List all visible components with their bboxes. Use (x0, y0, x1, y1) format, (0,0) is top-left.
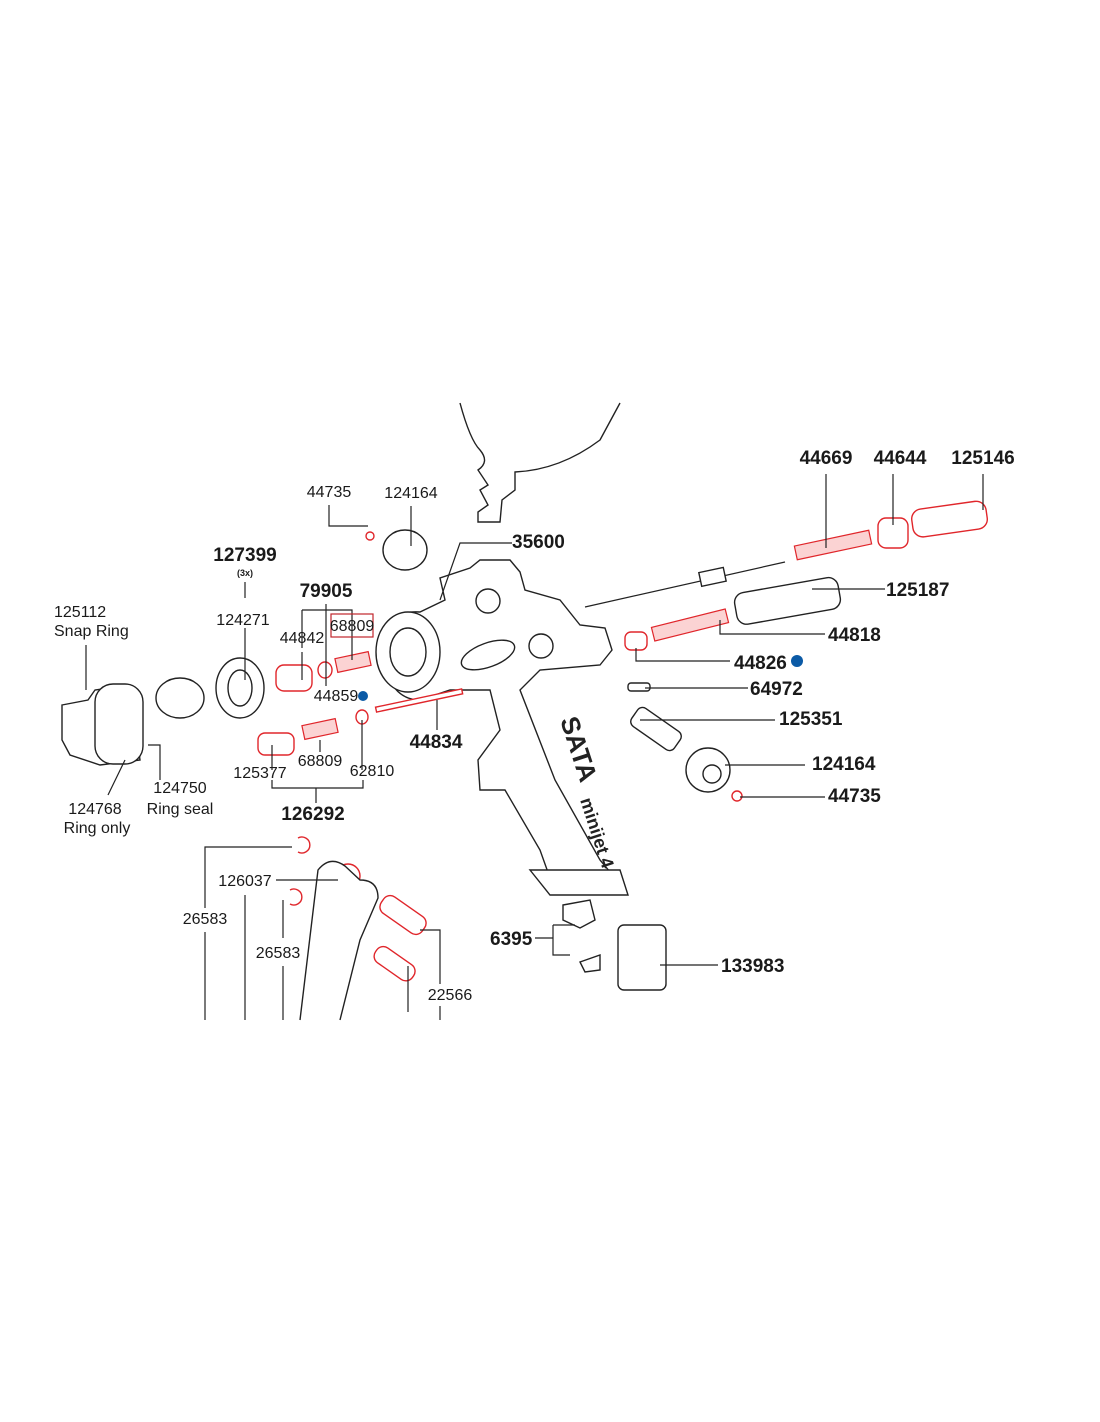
part-label: 79905 (300, 581, 353, 602)
part-label: 6395 (490, 929, 533, 950)
part-label: 22566 (428, 987, 473, 1004)
air-cap (61, 657, 265, 766)
part-label: 124271 (216, 612, 269, 629)
part-label: 64972 (750, 679, 803, 700)
part-label: 126292 (281, 804, 344, 825)
part-description: Snap Ring (54, 623, 129, 640)
part-label: 44644 (874, 448, 927, 469)
part-label: 125351 (779, 709, 843, 730)
part-label: 125146 (951, 448, 1014, 469)
wear-part-dot (791, 655, 803, 667)
sata-logo: SATA (554, 713, 603, 786)
part-label: 124164 (812, 754, 876, 775)
highlight-box (330, 613, 374, 638)
part-label: 44842 (280, 630, 325, 647)
part-label: 44859 (314, 688, 359, 705)
part-label: 133983 (721, 956, 784, 977)
quantity-note: (3x) (237, 568, 253, 578)
part-label: 68809 (330, 618, 375, 635)
leader-lines (85, 474, 984, 1020)
wear-part-dot (358, 691, 368, 701)
part-label: 44735 (828, 786, 881, 807)
part-label: 44818 (828, 625, 881, 646)
gun-body: SATA minijet 4 (375, 559, 629, 896)
right-parts (562, 500, 988, 991)
part-label: 125187 (886, 580, 949, 601)
part-label: 44735 (307, 484, 352, 501)
gravity-cup (459, 402, 621, 523)
part-label: 26583 (183, 911, 228, 928)
part-label: 68809 (298, 753, 343, 770)
part-label: 127399 (213, 545, 276, 566)
part-label: 124750 (153, 780, 206, 797)
part-label: 125112 (54, 604, 106, 621)
part-label: 44669 (800, 448, 853, 469)
part-label: 126037 (218, 873, 271, 890)
red-parts-left (257, 531, 464, 982)
part-description: Ring only (64, 820, 131, 837)
part-labels: 44669 44644 125146 35600 44735 124164 12… (54, 448, 1015, 1004)
part-label: 44834 (410, 732, 463, 753)
part-label: 124164 (384, 485, 437, 502)
part-label: 26583 (256, 945, 301, 962)
part-description: Ring seal (147, 801, 214, 818)
part-label: 125377 (233, 765, 286, 782)
part-label: 124768 (68, 801, 121, 818)
part-label: 62810 (350, 763, 395, 780)
top-knob (382, 529, 428, 571)
trigger (299, 860, 379, 1021)
part-label: 44826 (734, 653, 787, 674)
part-label: 35600 (512, 532, 565, 553)
